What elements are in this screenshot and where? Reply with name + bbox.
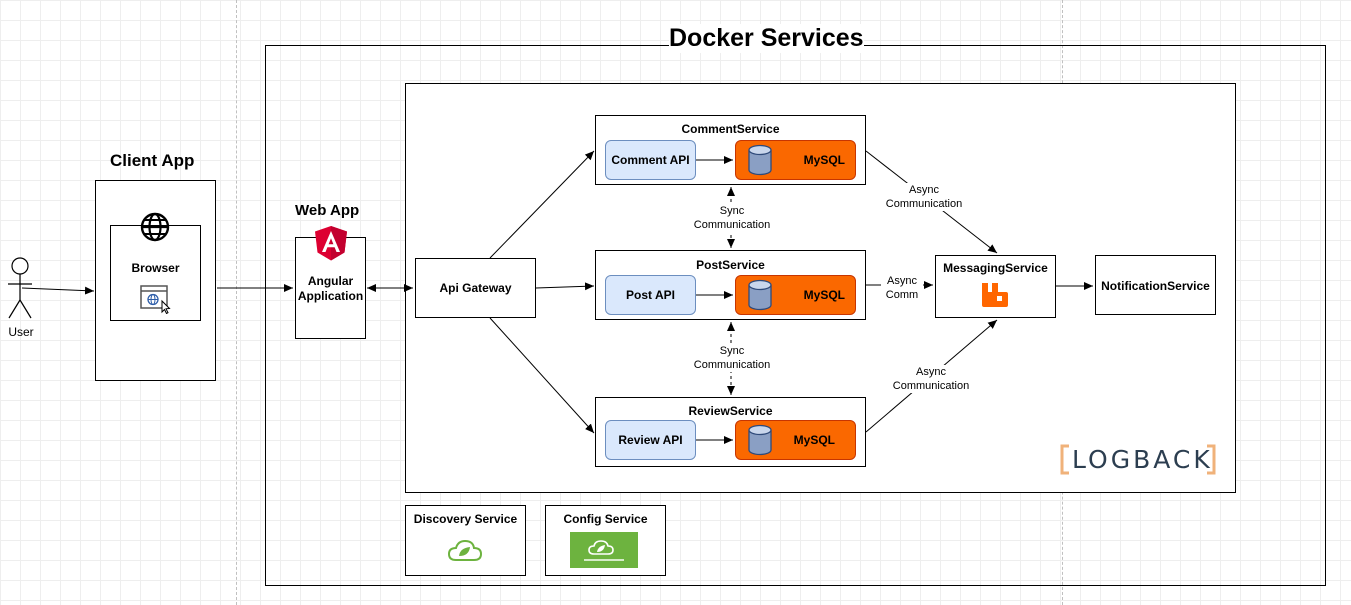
globe-icon xyxy=(140,212,170,242)
sync-label-top: Sync Communication xyxy=(692,204,772,232)
discovery-service-label: Discovery Service xyxy=(413,512,518,526)
rabbitmq-icon xyxy=(982,283,1008,307)
user-label: User xyxy=(8,325,34,339)
review-service-label: ReviewService xyxy=(688,404,773,418)
logback-text: LOGBACK xyxy=(1072,445,1213,474)
review-api-box: Review API xyxy=(605,420,696,460)
post-service-label: PostService xyxy=(696,258,765,272)
mysql-label: MySQL xyxy=(803,288,845,302)
angular-logo-icon xyxy=(315,226,347,261)
database-icon xyxy=(748,279,772,311)
async-label-post: Async Comm xyxy=(881,274,923,302)
edge-gateway-post xyxy=(535,282,595,291)
edge-gateway-comment xyxy=(489,150,595,259)
async-label-review: Async Communication xyxy=(891,365,971,393)
client-app-title: Client App xyxy=(110,151,195,170)
post-api-box: Post API xyxy=(605,275,696,315)
api-gateway-label: Api Gateway xyxy=(439,281,512,295)
logback-bracket-icon xyxy=(1060,444,1216,475)
browser-box xyxy=(110,225,201,321)
config-service-label: Config Service xyxy=(563,512,648,526)
api-gateway-box xyxy=(415,258,536,318)
comment-service-label: CommentService xyxy=(681,122,780,136)
web-app-title: Web App xyxy=(295,202,360,219)
database-icon xyxy=(748,424,772,456)
edge-gateway-review xyxy=(489,317,595,434)
messaging-service-label: MessagingService xyxy=(943,261,1048,275)
comment-api-box: Comment API xyxy=(605,140,696,180)
mysql-label: MySQL xyxy=(803,153,845,167)
mysql-label: MySQL xyxy=(793,433,835,447)
sync-label-bottom: Sync Communication xyxy=(692,344,772,372)
review-mysql-box: MySQL xyxy=(735,420,856,460)
docker-services-title: Docker Services xyxy=(669,24,864,53)
spring-cloud-icon xyxy=(447,539,483,561)
notification-service-label: NotificationService xyxy=(1101,279,1210,293)
comment-mysql-box: MySQL xyxy=(735,140,856,180)
angular-app-label: Angular Application xyxy=(297,274,364,303)
edge-user-client xyxy=(21,286,95,295)
guide-line xyxy=(236,0,237,605)
async-label-comment: Async Communication xyxy=(884,183,964,211)
notification-service-box xyxy=(1095,255,1216,315)
web-page-icon xyxy=(140,285,171,314)
logback-logo: LOGBACK xyxy=(1060,444,1216,475)
user-icon xyxy=(8,257,32,319)
spring-cloud-config-icon xyxy=(570,532,638,568)
post-mysql-box: MySQL xyxy=(735,275,856,315)
database-icon xyxy=(748,144,772,176)
browser-label: Browser xyxy=(131,261,180,275)
